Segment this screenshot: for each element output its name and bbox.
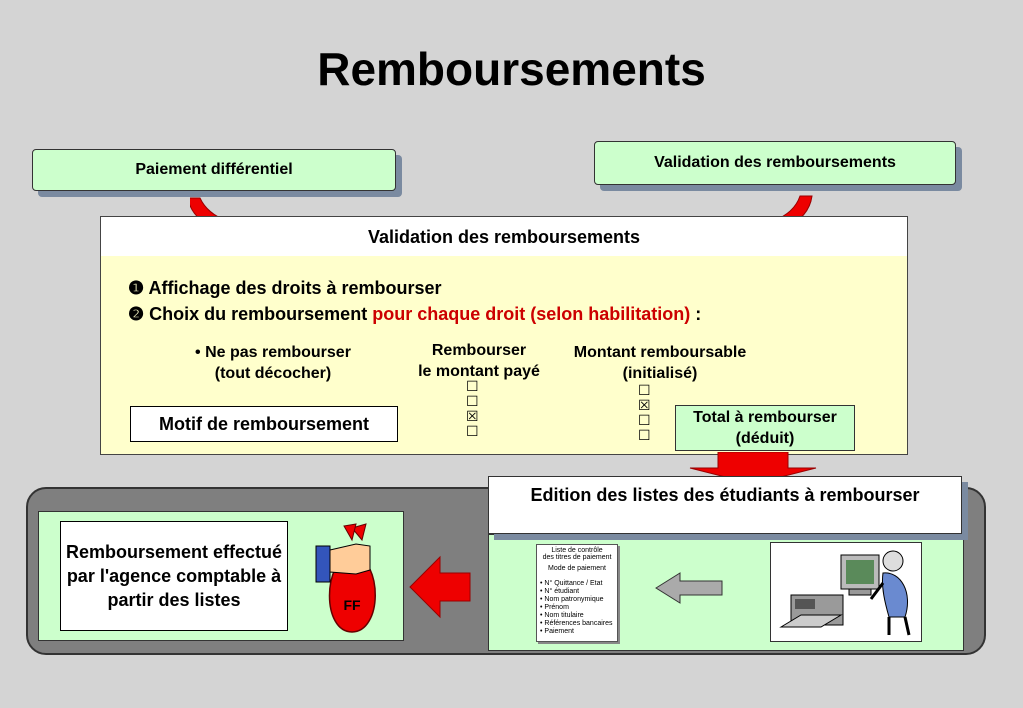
step1-bullet: ❶ <box>128 278 145 298</box>
checkbox[interactable]: ☐ <box>466 379 479 395</box>
doc-title2: des titres de paiement <box>542 554 612 561</box>
reimbursement-text: Remboursement effectué par l'agence comp… <box>60 521 288 631</box>
grey-left-arrow <box>655 572 723 604</box>
step2-colon: : <box>695 304 702 324</box>
bag-label: FF <box>343 597 361 613</box>
checkbox[interactable]: ☐ <box>466 424 479 440</box>
doc-item: • Paiement <box>540 628 574 635</box>
step2-bullet: ❷ <box>128 304 145 324</box>
step2-red-text: pour chaque droit (selon habilitation) <box>372 304 691 324</box>
checkbox-column-paid: ☐ ☐ ☒ ☐ <box>466 380 479 440</box>
checkbox-checked[interactable]: ☒ <box>638 398 651 414</box>
checkbox[interactable]: ☐ <box>638 428 651 444</box>
money-bag-icon: FF <box>315 523 376 633</box>
step1: ❶ Affichage des droits à rembourser <box>128 278 442 299</box>
option-no-refund: • Ne pas rembourser (tout décocher) <box>195 344 351 382</box>
red-left-arrow <box>409 555 471 619</box>
total-box: Total à rembourser (déduit) <box>675 405 855 451</box>
doc-item: • Nom titulaire <box>540 612 584 619</box>
computer-user-icon <box>779 550 911 636</box>
edition-label: Edition des listes des étudiants à rembo… <box>488 476 962 534</box>
doc-title1: Liste de contrôle <box>551 547 603 554</box>
checkbox-column-refundable: ☐ ☒ ☐ ☐ <box>638 384 651 444</box>
doc-item: • Nom patronymique <box>540 596 604 603</box>
doc-subtitle: Mode de paiement <box>548 565 606 572</box>
checkbox-checked[interactable]: ☒ <box>466 409 479 425</box>
doc-item: • Prénom <box>540 604 569 611</box>
checkbox[interactable]: ☐ <box>466 394 479 410</box>
control-list-document: Liste de contrôle des titres de paiement… <box>536 544 618 642</box>
option-refund-paid: Rembourser le montant payé <box>418 342 540 380</box>
checkbox[interactable]: ☐ <box>638 383 651 399</box>
validation-label-top: Validation des remboursements <box>594 141 956 185</box>
doc-item: • Références bancaires <box>540 620 613 627</box>
panel-header: Validation des remboursements <box>100 216 908 258</box>
motif-field[interactable]: Motif de remboursement <box>130 406 398 442</box>
doc-item: • N° étudiant <box>540 588 580 595</box>
payment-diff-label: Paiement différentiel <box>32 149 396 191</box>
computer-illustration <box>770 542 922 642</box>
step2-text: Choix du remboursement <box>149 304 368 324</box>
option-refundable: Montant remboursable (initialisé) <box>573 344 747 382</box>
step2: ❷ Choix du remboursement pour chaque dro… <box>128 304 701 325</box>
step1-text: Affichage des droits à rembourser <box>148 278 442 298</box>
page-title: Remboursements <box>317 43 706 95</box>
checkbox[interactable]: ☐ <box>638 413 651 429</box>
doc-item: • N° Quittance / Etat <box>540 580 603 587</box>
